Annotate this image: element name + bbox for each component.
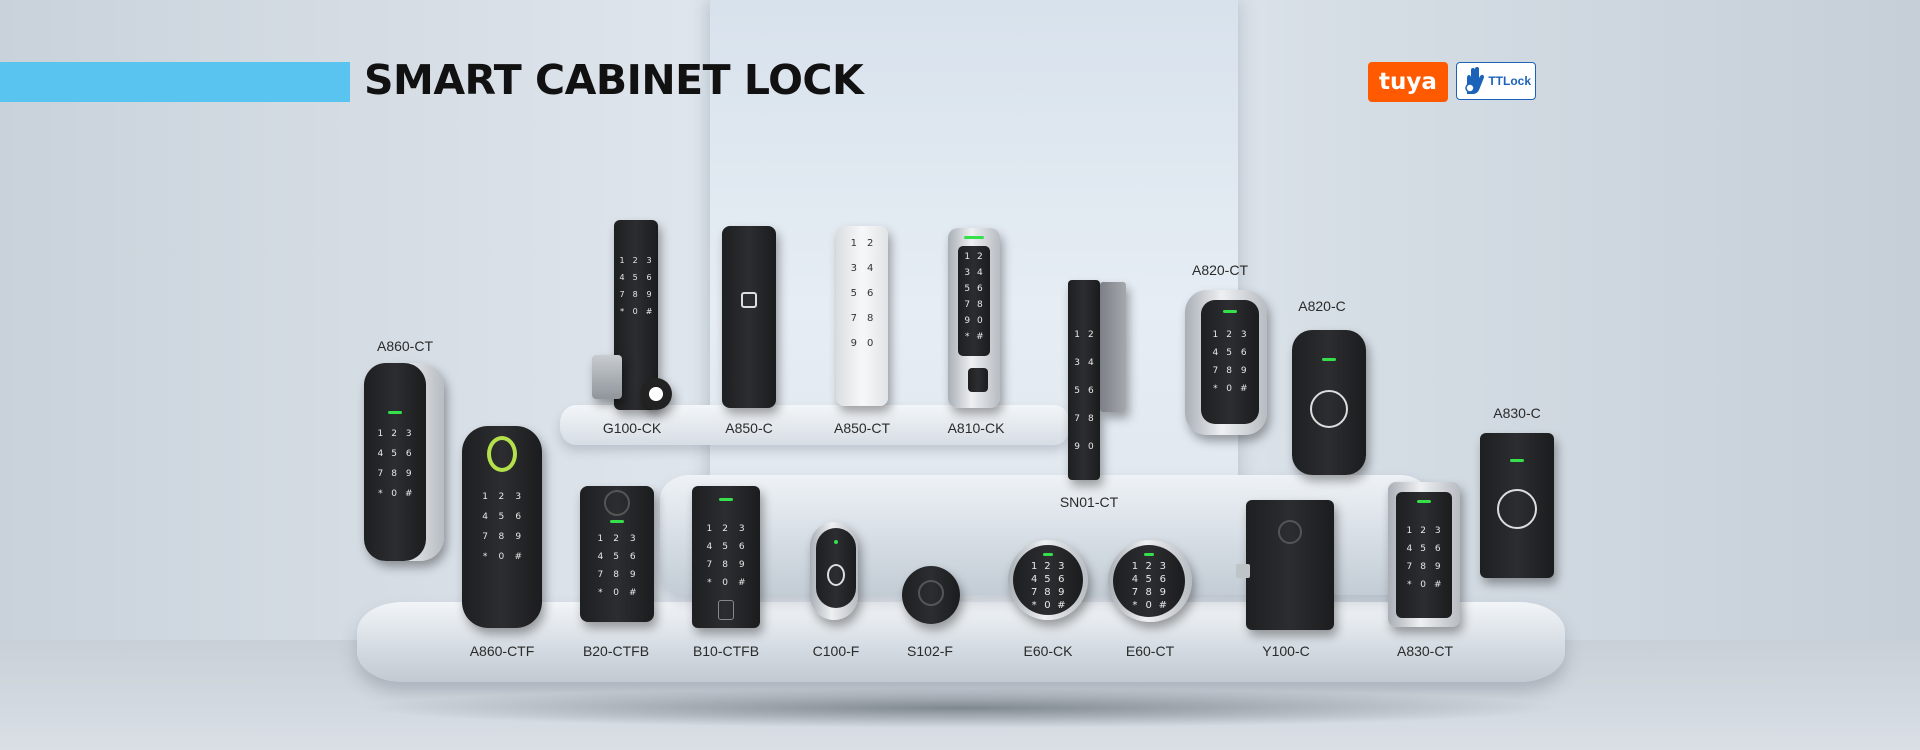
product-sn01-ct-bracket [1100,282,1126,412]
label-a860-ctf: A860-CTF [469,643,535,659]
label-c100-f: C100-F [812,643,860,659]
product-a830-c [1480,433,1554,578]
label-a850-ct: A850-CT [833,420,891,436]
bottom-platform-shadow [357,688,1565,728]
title-accent-bar [0,62,350,102]
ttlock-logo: TTLock [1456,62,1536,100]
label-s102-f: S102-F [907,643,953,659]
label-a820-c: A820-C [1298,298,1346,314]
label-a810-ck: A810-CK [947,420,1005,436]
ttlock-hand-icon [1465,67,1484,94]
product-s102-f [902,566,960,624]
tuya-logo-text: tuya [1379,69,1437,95]
label-a830-c: A830-C [1493,405,1541,421]
product-y100-c [1236,500,1334,630]
bottom-platform [357,602,1565,682]
label-sn01-ct: SN01-CT [1059,494,1119,510]
top-platform [560,405,1070,445]
label-a860-ct: A860-CT [376,338,434,354]
label-e60-ck: E60-CK [1023,643,1073,659]
tuya-logo: tuya [1368,62,1448,102]
label-a820-ct: A820-CT [1191,262,1249,278]
product-g100-ck-cylinder [592,355,622,399]
label-b20-ctfb: B20-CTFB [582,643,650,659]
ttlock-logo-text: TTLock [1488,74,1531,88]
product-a820-c [1292,330,1366,475]
label-y100-c: Y100-C [1262,643,1310,659]
label-e60-ct: E60-CT [1125,643,1175,659]
label-g100-ck: G100-CK [602,420,662,436]
product-g100-ck-key [640,378,672,410]
product-a850-c [722,226,776,408]
product-c100-f [810,522,858,620]
label-a830-ct: A830-CT [1396,643,1454,659]
page-title: SMART CABINET LOCK [364,56,864,104]
label-a850-c: A850-C [725,420,773,436]
label-b10-ctfb: B10-CTFB [692,643,760,659]
brand-logos: tuya TTLock [1368,62,1536,102]
